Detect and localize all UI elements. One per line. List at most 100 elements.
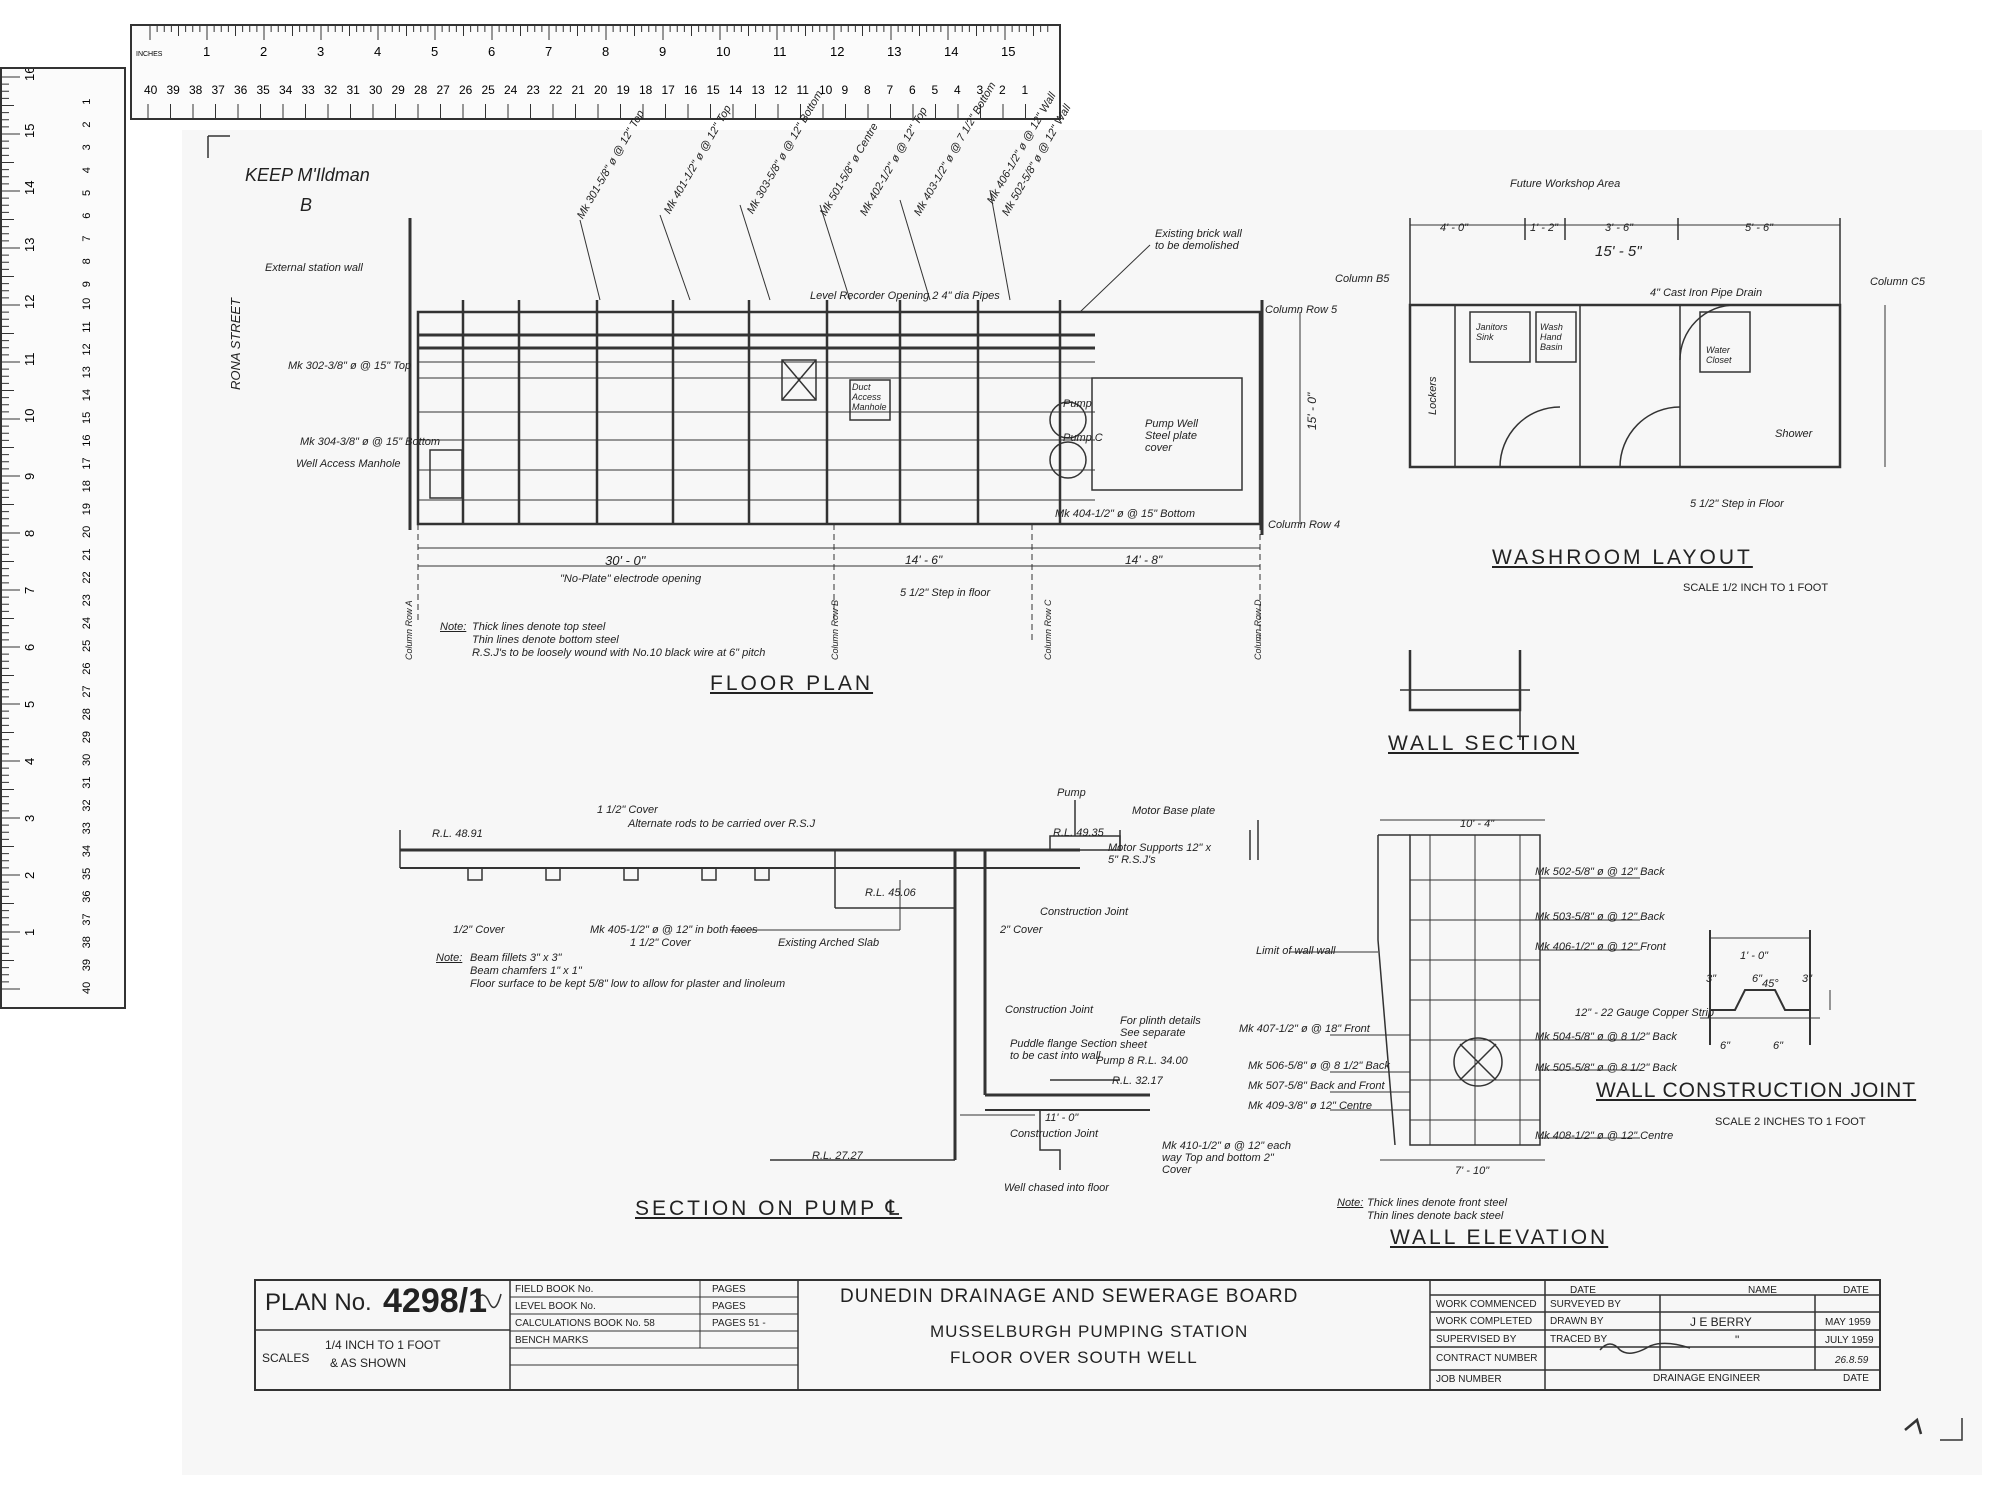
ruler-cm-label: 16 [684,83,698,97]
label-pump-rl: Pump 8 R.L. 34.00 [1096,1055,1188,1067]
label-pump-c: Pump C [1063,432,1103,444]
label-elev-mk406: Mk 406-1/2" ø @ 12" Front [1535,941,1666,953]
supervised-label: SUPERVISED BY [1436,1334,1517,1345]
ruler-inch-label: 12 [22,295,37,309]
label-elev-mk407: Mk 407-1/2" ø @ 18" Front [1239,1023,1370,1035]
ruler-cm-label: 5 [81,190,93,196]
label-construction-joint-2: Construction Joint [1005,1004,1094,1016]
ruler-left-ticks: 1234567891011121314151640393837363534333… [2,69,93,994]
ruler-cm-label: 6 [81,213,93,219]
section-note-1: Beam fillets 3" x 3" [470,952,562,964]
ruler-cm-label: 39 [81,959,93,971]
label-copper-strip: 12" - 22 Gauge Copper Strip [1575,1007,1715,1019]
ruler-cm-label: 33 [81,822,93,834]
dim-washroom-total: 15' - 5" [1595,243,1642,260]
dim-15-0: 15' - 0" [1305,392,1319,430]
handwritten-note: KEEP M'Ildman [245,165,370,185]
label-elev-mk408: Mk 408-1/2" ø @ 12" Centre [1535,1130,1674,1142]
project-line-2: FLOOR OVER SOUTH WELL [950,1348,1198,1367]
ruler-cm-label: 3 [977,83,984,97]
dim-washroom-4: 5' - 6" [1745,222,1774,234]
section-note-3: Floor surface to be kept 5/8" low to all… [470,978,786,990]
date-head-1: DATE [1570,1285,1596,1296]
ruler-cm-label: 36 [234,83,248,97]
washroom-title: WASHROOM LAYOUT [1492,546,1753,569]
label-arched-slab: Existing Arched Slab [778,937,880,949]
ruler-cm-label: 32 [81,799,93,811]
ruler-inch-label: 14 [22,181,37,195]
ruler-cm-label: 7 [887,83,894,97]
ruler-cm-label: 25 [81,640,93,652]
work-commenced-label: WORK COMMENCED [1436,1299,1537,1310]
ruler-inch-label: 13 [22,238,37,252]
ruler-inch-label: 5 [431,44,438,59]
ruler-inch-label: 3 [22,815,37,822]
label-construction-joint-3: Construction Joint [1010,1128,1099,1140]
floor-note-3: R.S.J's to be loosely wound with No.10 b… [472,647,766,659]
label-street: RONA STREET [228,298,243,390]
dim-14-8: 14' - 8" [1125,553,1163,567]
label-motor-base: Motor Base plate [1132,805,1216,817]
ruler-cm-label: 3 [81,144,93,150]
ruler-cm-label: 28 [81,708,93,720]
ruler-cm-label: 26 [459,83,473,97]
label-column-row-d: Column Row D [1253,599,1263,660]
drawn-date: MAY 1959 [1825,1317,1871,1328]
dim-joint-6b: 6" [1720,1040,1731,1052]
ruler-cm-label: 15 [81,412,93,424]
traced-label: TRACED BY [1550,1334,1608,1345]
floor-note-1: Thick lines denote top steel [472,621,606,633]
label-column-c5: Column C5 [1870,276,1926,288]
field-book-label: FIELD BOOK No. [515,1284,594,1295]
ruler-cm-label: 39 [167,83,181,97]
ruler-cm-label: 27 [437,83,451,97]
ruler-cm-label: 14 [729,83,743,97]
ruler-cm-label: 24 [81,617,93,629]
label-future-workshop: Future Workshop Area [1510,178,1621,190]
label-existing-brick: Existing brick wall to be demolished [1155,228,1242,252]
label-elev-mk504: Mk 504-5/8" ø @ 8 1/2" Back [1535,1031,1677,1043]
label-motor-supports: Motor Supports 12" x 5" R.S.J's [1108,842,1211,866]
ruler-cm-label: 19 [617,83,631,97]
ruler-inch-label: 16 [22,69,37,81]
ruler-inches-label: INCHES [136,51,163,58]
label-column-row-a: Column Row A [404,600,414,660]
ruler-inch-label: 13 [887,44,901,59]
ruler-inch-label: 10 [716,44,730,59]
ruler-inch-label: 2 [22,872,37,879]
ruler-inch-label: 9 [22,473,37,480]
ruler-cm-label: 40 [81,982,93,994]
label-rl-32-17: R.L. 32.17 [1112,1075,1163,1087]
wall-section-title: WALL SECTION [1388,732,1579,755]
ruler-cm-label: 2 [999,83,1006,97]
elev-note-1: Thick lines denote front steel [1367,1197,1508,1209]
label-plinth: For plinth details See separate sheet [1120,1015,1201,1051]
ruler-cm-label: 2 [81,121,93,127]
plan-number-label: PLAN No. [265,1289,372,1316]
label-rl-48-91: R.L. 48.91 [432,828,483,840]
label-elev-mk502: Mk 502-5/8" ø @ 12" Back [1535,866,1665,878]
label-step-floor: 5 1/2" Step in floor [900,587,991,599]
ruler-inch-label: 12 [830,44,844,59]
ruler-inch-label: 15 [1001,44,1015,59]
ruler-cm-label: 1 [1022,83,1029,97]
label-cover-2: 2" Cover [1000,924,1043,936]
ruler-inch-label: 4 [374,44,381,59]
ruler-cm-label: 4 [954,83,961,97]
label-alternate-rods: Alternate rods to be carried over R.S.J [628,818,816,830]
ruler-inch-label: 11 [773,44,787,59]
label-janitors-sink: Janitors Sink [1476,322,1508,342]
ruler-cm-label: 20 [594,83,608,97]
ruler-inch-label: 4 [22,758,37,765]
label-column-row-5: Column Row 5 [1265,304,1338,316]
ruler-inch-label: 14 [944,44,958,59]
floor-plan-title: FLOOR PLAN [710,672,874,695]
ruler-cm-label: 22 [549,83,563,97]
ruler-cm-label: 18 [639,83,653,97]
ruler-cm-label: 37 [81,913,93,925]
ruler-cm-label: 14 [81,389,93,401]
ruler-cm-label: 38 [81,936,93,948]
label-washroom-step: 5 1/2" Step in Floor [1690,498,1784,510]
engineer-label: DRAINAGE ENGINEER [1653,1373,1761,1384]
label-mk410: Mk 410-1/2" ø @ 12" each way Top and bot… [1162,1140,1292,1176]
